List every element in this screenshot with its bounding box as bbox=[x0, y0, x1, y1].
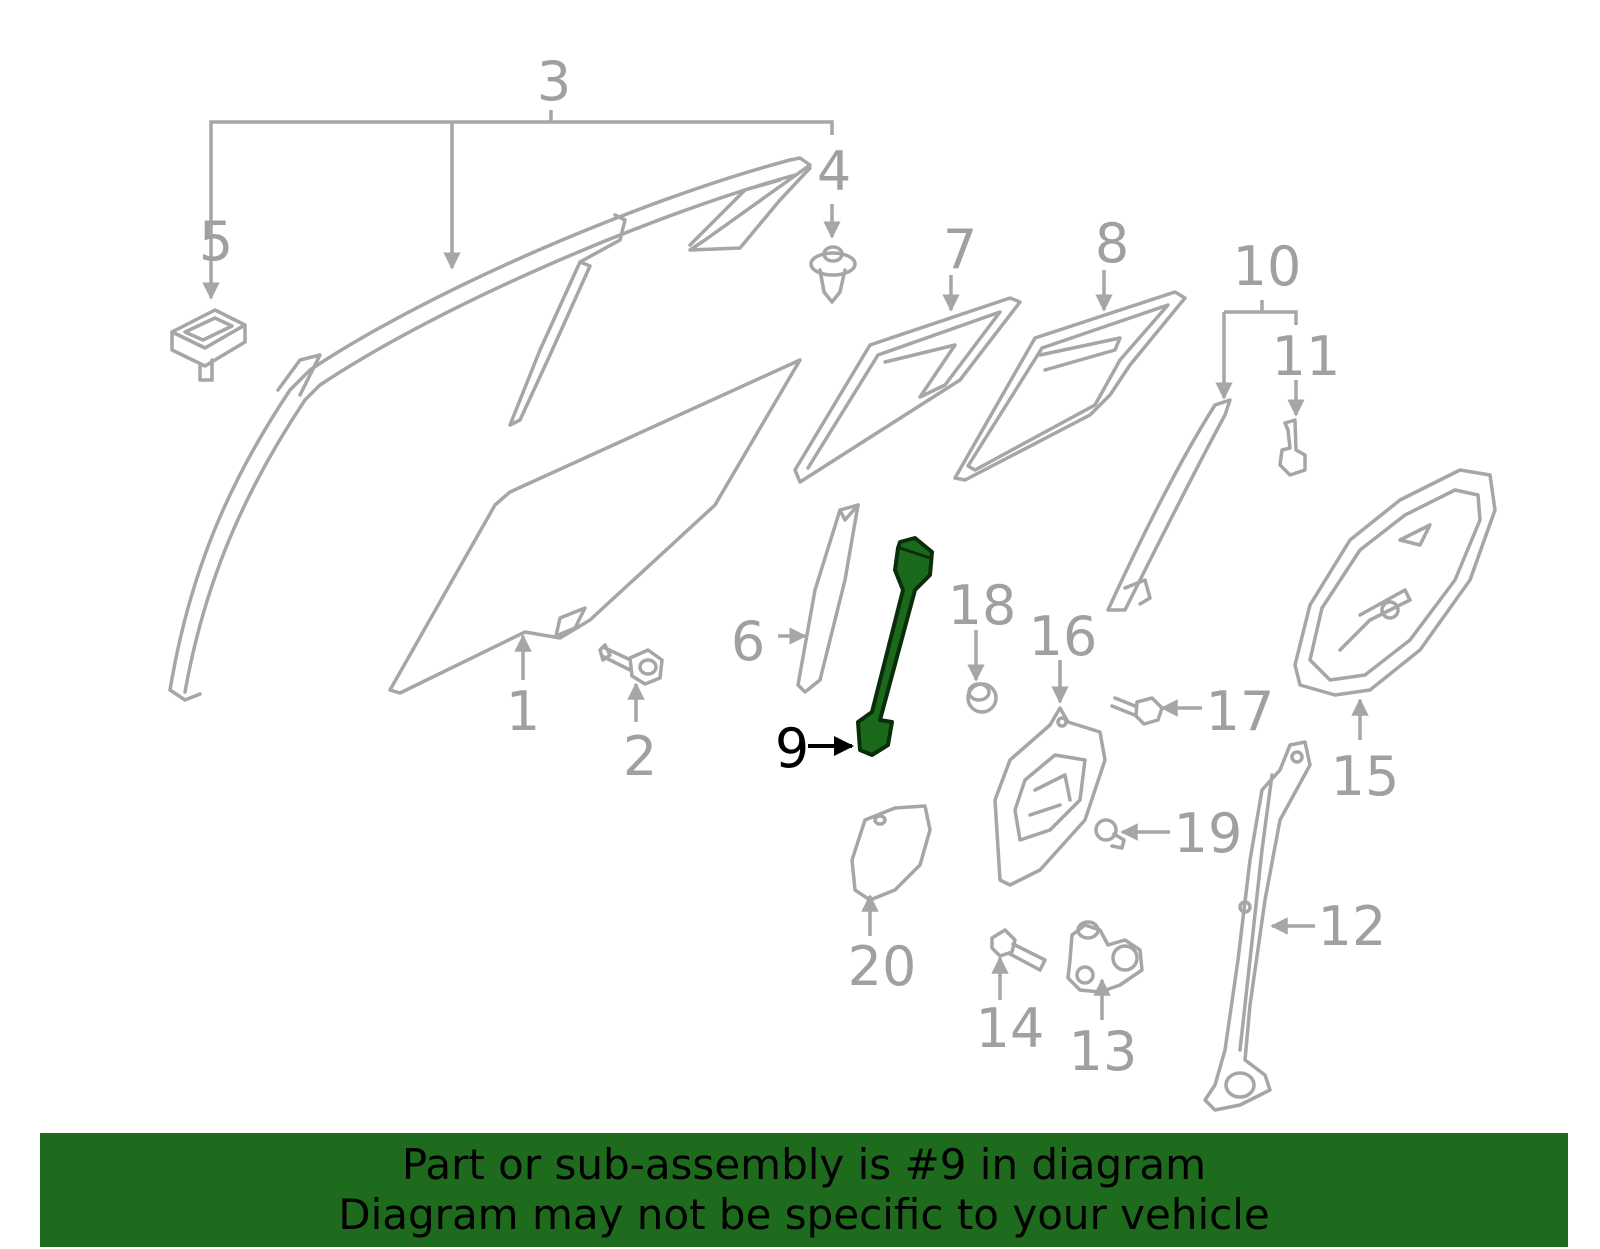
part-4-push-clip bbox=[809, 245, 857, 304]
part-9-glass-guide bbox=[856, 536, 934, 757]
part-18-grommet bbox=[966, 682, 998, 714]
callout-15: 15 bbox=[1331, 745, 1400, 808]
banner-line-disclaimer: Diagram may not be specific to your vehi… bbox=[338, 1190, 1270, 1239]
part-12-regulator-rail bbox=[1203, 740, 1312, 1112]
callout-6: 6 bbox=[731, 610, 765, 673]
callout-12: 12 bbox=[1318, 895, 1387, 958]
callout-labels: 1 2 3 4 5 6 7 8 9 10 11 12 13 14 15 16 1… bbox=[199, 50, 1400, 1083]
callout-5: 5 bbox=[199, 210, 233, 273]
banner-line-part: Part or sub-assembly is #9 in diagram bbox=[401, 1140, 1207, 1189]
callout-16: 16 bbox=[1029, 605, 1098, 668]
part-1-door-glass bbox=[388, 358, 802, 695]
part-14-bolt bbox=[990, 928, 1047, 972]
callout-10: 10 bbox=[1233, 235, 1302, 298]
callout-9: 9 bbox=[775, 717, 809, 780]
part-15-inner-panel bbox=[1293, 468, 1497, 697]
part-16-regulator-motor bbox=[993, 706, 1107, 887]
callout-8: 8 bbox=[1095, 212, 1129, 275]
part-6-channel bbox=[796, 503, 860, 694]
callout-7: 7 bbox=[943, 218, 977, 281]
callout-2: 2 bbox=[623, 725, 657, 788]
callout-19: 19 bbox=[1174, 802, 1243, 865]
leader-lines bbox=[202, 110, 1369, 1020]
callout-4: 4 bbox=[817, 140, 851, 203]
callout-18: 18 bbox=[948, 574, 1017, 637]
callout-11: 11 bbox=[1272, 325, 1341, 388]
callout-20: 20 bbox=[848, 935, 917, 998]
callout-3: 3 bbox=[537, 50, 571, 113]
part-5-clip bbox=[170, 308, 247, 382]
part-19-pin bbox=[1094, 818, 1126, 850]
part-2-bolt bbox=[598, 643, 664, 686]
callout-14: 14 bbox=[976, 997, 1045, 1060]
callout-13: 13 bbox=[1069, 1020, 1138, 1083]
callout-17: 17 bbox=[1206, 680, 1275, 743]
part-20-cover bbox=[850, 804, 932, 902]
callout-1: 1 bbox=[506, 680, 540, 743]
part-11-clip bbox=[1278, 418, 1307, 477]
part-7-quarter-glass bbox=[793, 296, 1022, 484]
part-3-door-sash bbox=[168, 156, 812, 702]
part-13-bracket bbox=[1066, 920, 1144, 994]
info-banner: Part or sub-assembly is #9 in diagram Di… bbox=[40, 1133, 1568, 1247]
part-8-quarter-glass-assy bbox=[953, 290, 1187, 482]
part-10-run-channel bbox=[1106, 398, 1232, 612]
part-17-bolt bbox=[1110, 696, 1164, 726]
